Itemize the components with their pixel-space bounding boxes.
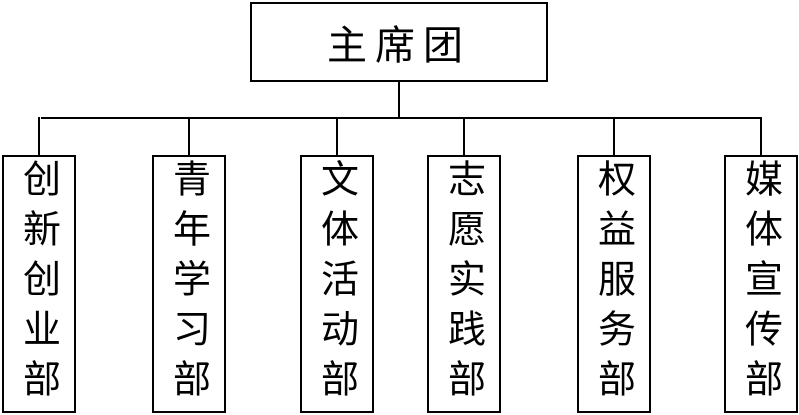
department-label: 文体活动部 <box>314 159 359 409</box>
root-label: 主席团 <box>327 23 471 69</box>
connector-root-down <box>398 82 400 119</box>
department-label: 青年学习部 <box>166 159 211 409</box>
connector-drop <box>336 117 338 156</box>
department-node: 志愿实践部 <box>427 155 501 413</box>
connector-drop <box>463 117 465 156</box>
connector-drop <box>613 117 615 156</box>
department-label: 志愿实践部 <box>441 159 486 409</box>
connector-drop <box>188 117 190 156</box>
connector-horizontal <box>41 117 762 119</box>
department-node: 青年学习部 <box>152 155 226 413</box>
department-node: 权益服务部 <box>577 155 651 413</box>
connector-drop <box>38 117 40 156</box>
root-node-presidium: 主席团 <box>250 2 548 82</box>
department-node: 创新创业部 <box>2 155 76 413</box>
department-node: 媒体宣传部 <box>724 155 798 413</box>
department-label: 权益服务部 <box>591 159 636 409</box>
department-label: 媒体宣传部 <box>738 159 783 409</box>
department-node: 文体活动部 <box>300 155 374 413</box>
department-label: 创新创业部 <box>16 159 61 409</box>
connector-drop <box>760 117 762 156</box>
